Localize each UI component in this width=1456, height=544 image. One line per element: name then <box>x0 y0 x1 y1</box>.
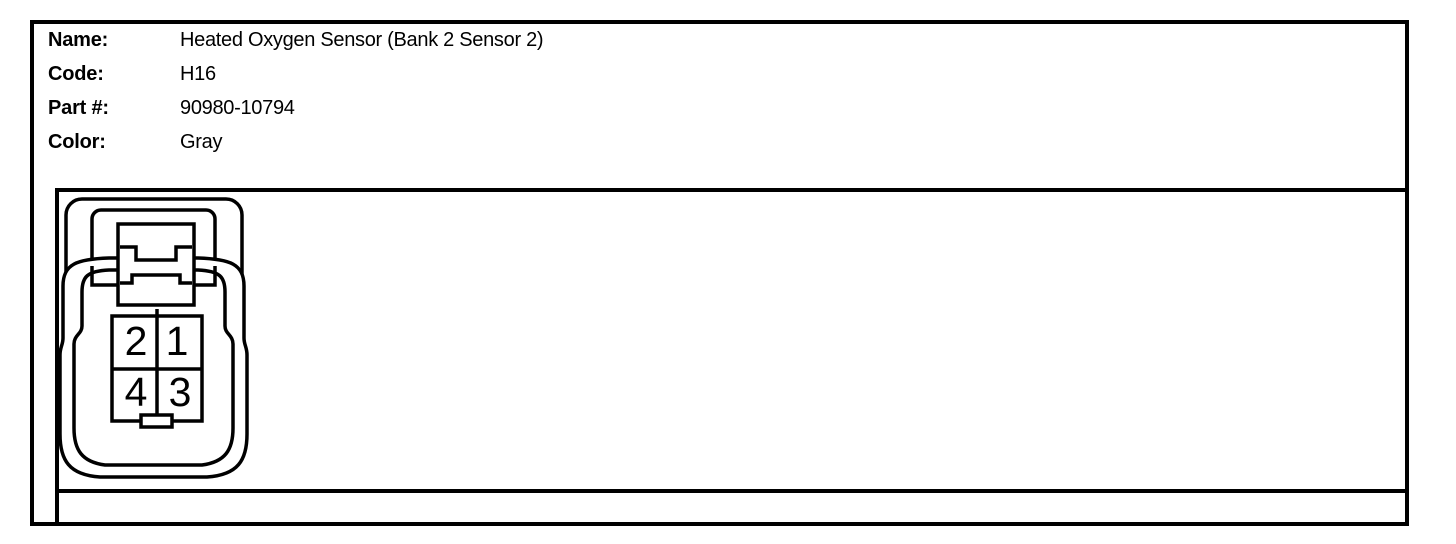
pin-number-3: 3 <box>169 369 192 415</box>
connector-latch-upper-detail <box>120 245 192 262</box>
field-row-name: Name: Heated Oxygen Sensor (Bank 2 Senso… <box>48 23 948 57</box>
field-row-color: Color: Gray <box>48 125 948 159</box>
pin-number-4: 4 <box>125 369 148 415</box>
code-label: Code: <box>48 63 104 85</box>
connector-diagram-cell: 2 1 4 3 <box>58 192 1405 489</box>
connector-key-notch <box>139 413 174 429</box>
code-value: H16 <box>180 63 216 85</box>
connector-diagram-table: 2 1 4 3 <box>55 188 1409 526</box>
field-row-part-number: Part #: 90980-10794 <box>48 91 948 125</box>
connector-latch <box>116 222 196 307</box>
connector-left-arm-line <box>90 266 118 287</box>
pin-number-2: 2 <box>125 318 148 364</box>
part-number-label: Part #: <box>48 97 109 119</box>
pin-number-1: 1 <box>166 318 189 364</box>
name-value: Heated Oxygen Sensor (Bank 2 Sensor 2) <box>180 29 544 51</box>
connector-latch-lower-detail <box>120 273 192 285</box>
color-value: Gray <box>180 131 223 153</box>
connector-face-diagram: 2 1 4 3 <box>58 197 249 479</box>
field-row-code: Code: H16 <box>48 57 948 91</box>
connector-right-arm-line <box>194 266 217 287</box>
header-fields: Name: Heated Oxygen Sensor (Bank 2 Senso… <box>48 23 948 159</box>
part-number-value: 90980-10794 <box>180 97 295 119</box>
color-label: Color: <box>48 131 106 153</box>
empty-terminal-row <box>59 489 1405 522</box>
name-label: Name: <box>48 29 109 51</box>
